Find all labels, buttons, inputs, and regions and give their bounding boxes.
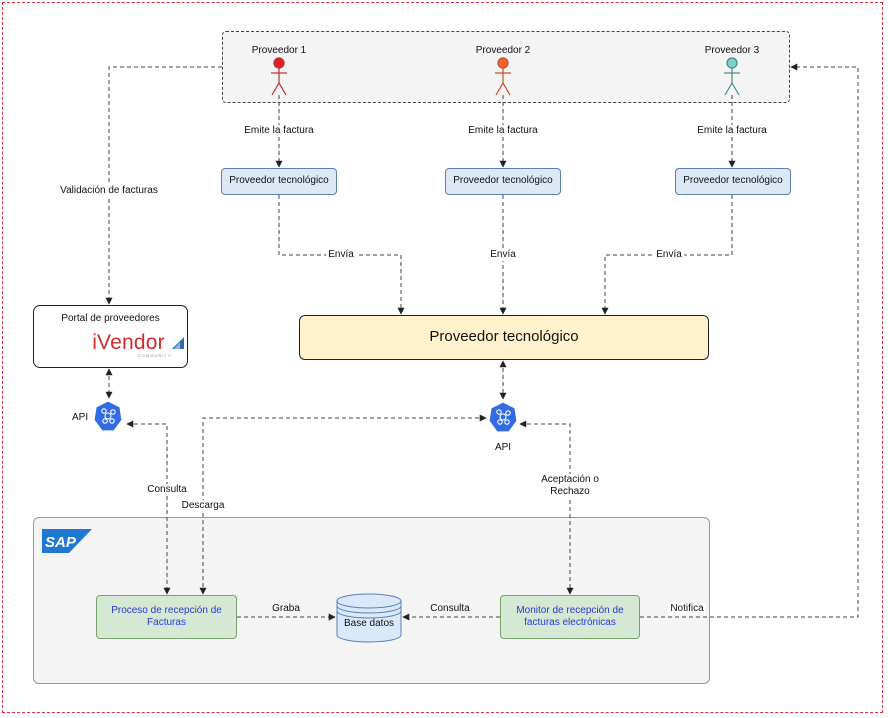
sap-logo-text: SAP [45, 534, 77, 551]
tech-provider-1-box[interactable]: Proveedor tecnológico [221, 168, 337, 195]
ivendor-mark-icon [172, 337, 184, 349]
ivendor-logo-subtext: COMMUNITY [138, 353, 172, 358]
api-right-kubernetes-icon [488, 401, 518, 433]
electronic-invoice-monitor-box[interactable]: Monitor de recepción de facturas electró… [500, 595, 640, 639]
edge-label-consulta-db: Consulta [428, 603, 472, 615]
edge-aceptacion [519, 420, 574, 595]
edge-label-emite-1: Emite la factura [242, 125, 316, 137]
edge-label-envia-3: Envía [654, 249, 684, 261]
edge-consulta-api [126, 420, 171, 595]
provider-3-label: Proveedor 3 [704, 45, 760, 56]
edge-label-envia-2: Envía [488, 249, 518, 261]
database-icon[interactable] [336, 593, 402, 643]
ivendor-logo: iVendor COMMUNITY [66, 330, 191, 360]
database-label: Base datos [343, 618, 395, 629]
edge-label-envia-1: Envía [326, 249, 356, 261]
edge-label-validacion: Validación de facturas [58, 185, 160, 197]
edge-tech3-main [601, 195, 733, 315]
supplier-portal-box[interactable]: Portal de proveedores iVendor COMMUNITY [33, 305, 188, 368]
edge-label-descarga: Descarga [179, 500, 227, 512]
edge-label-consulta-api: Consulta [145, 484, 189, 496]
providers-group [222, 31, 790, 103]
tech-provider-2-box[interactable]: Proveedor tecnológico [445, 168, 561, 195]
provider-2-label: Proveedor 2 [475, 45, 531, 56]
edge-label-emite-2: Emite la factura [466, 125, 540, 137]
invoice-reception-process-box[interactable]: Proceso de recepción de Facturas [96, 595, 237, 639]
provider-1-label: Proveedor 1 [251, 45, 307, 56]
edge-label-graba: Graba [270, 603, 302, 615]
api-right-label: API [494, 442, 512, 453]
api-left-kubernetes-icon [93, 400, 123, 432]
edge-validacion [105, 66, 222, 305]
api-left-label: API [72, 412, 89, 423]
provider-1-actor-icon [271, 57, 287, 96]
portal-label: Portal de proveedores [61, 313, 160, 324]
tech-provider-3-box[interactable]: Proveedor tecnológico [675, 168, 791, 195]
edge-label-aceptacion: Aceptación o Rechazo [533, 474, 607, 498]
ivendor-logo-text: iVendor [92, 331, 165, 354]
tech-provider-main-box[interactable]: Proveedor tecnológico [299, 315, 709, 360]
provider-3-actor-icon [724, 57, 740, 96]
provider-2-actor-icon [495, 57, 511, 96]
edge-label-emite-3: Emite la factura [695, 125, 769, 137]
edge-notifica [640, 63, 859, 618]
sap-logo: SAP [42, 529, 92, 553]
edge-label-notifica: Notifica [668, 603, 706, 615]
edge-descarga [199, 414, 487, 595]
